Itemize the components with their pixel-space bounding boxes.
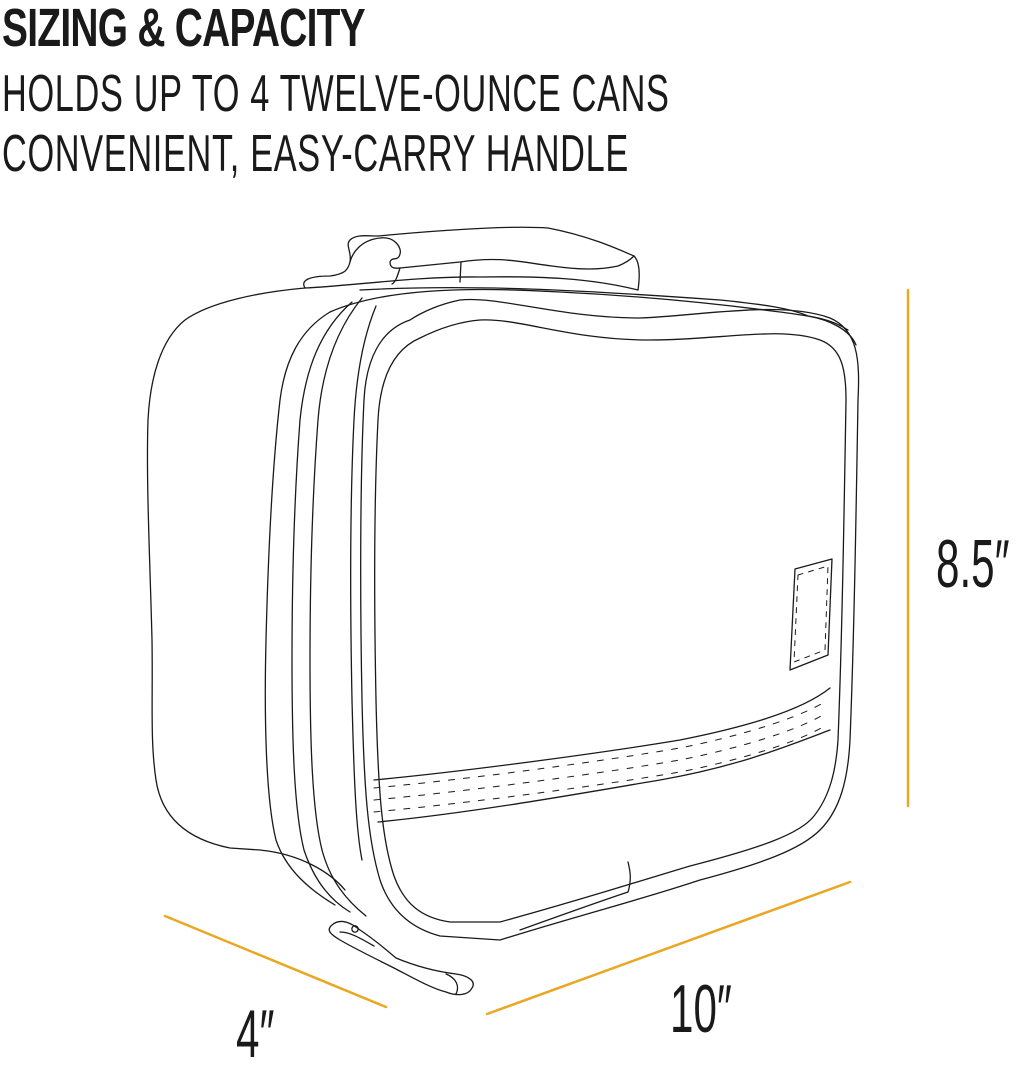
page-title: SIZING & CAPACITY xyxy=(2,0,366,58)
depth-dimension-line xyxy=(163,914,388,1009)
length-dimension-line xyxy=(485,880,852,1016)
depth-label: 4″ xyxy=(236,996,275,1072)
zipper-pull-icon xyxy=(328,920,474,996)
length-label: 10″ xyxy=(670,971,732,1047)
capacity-line: HOLDS UP TO 4 TWELVE-OUNCE CANS xyxy=(2,65,670,123)
carry-handle-icon xyxy=(303,226,640,291)
reflective-band-icon xyxy=(373,687,831,823)
label-patch-icon xyxy=(789,558,833,671)
height-label: 8.5″ xyxy=(936,526,1010,602)
handle-line: CONVENIENT, EASY-CARRY HANDLE xyxy=(2,125,629,183)
